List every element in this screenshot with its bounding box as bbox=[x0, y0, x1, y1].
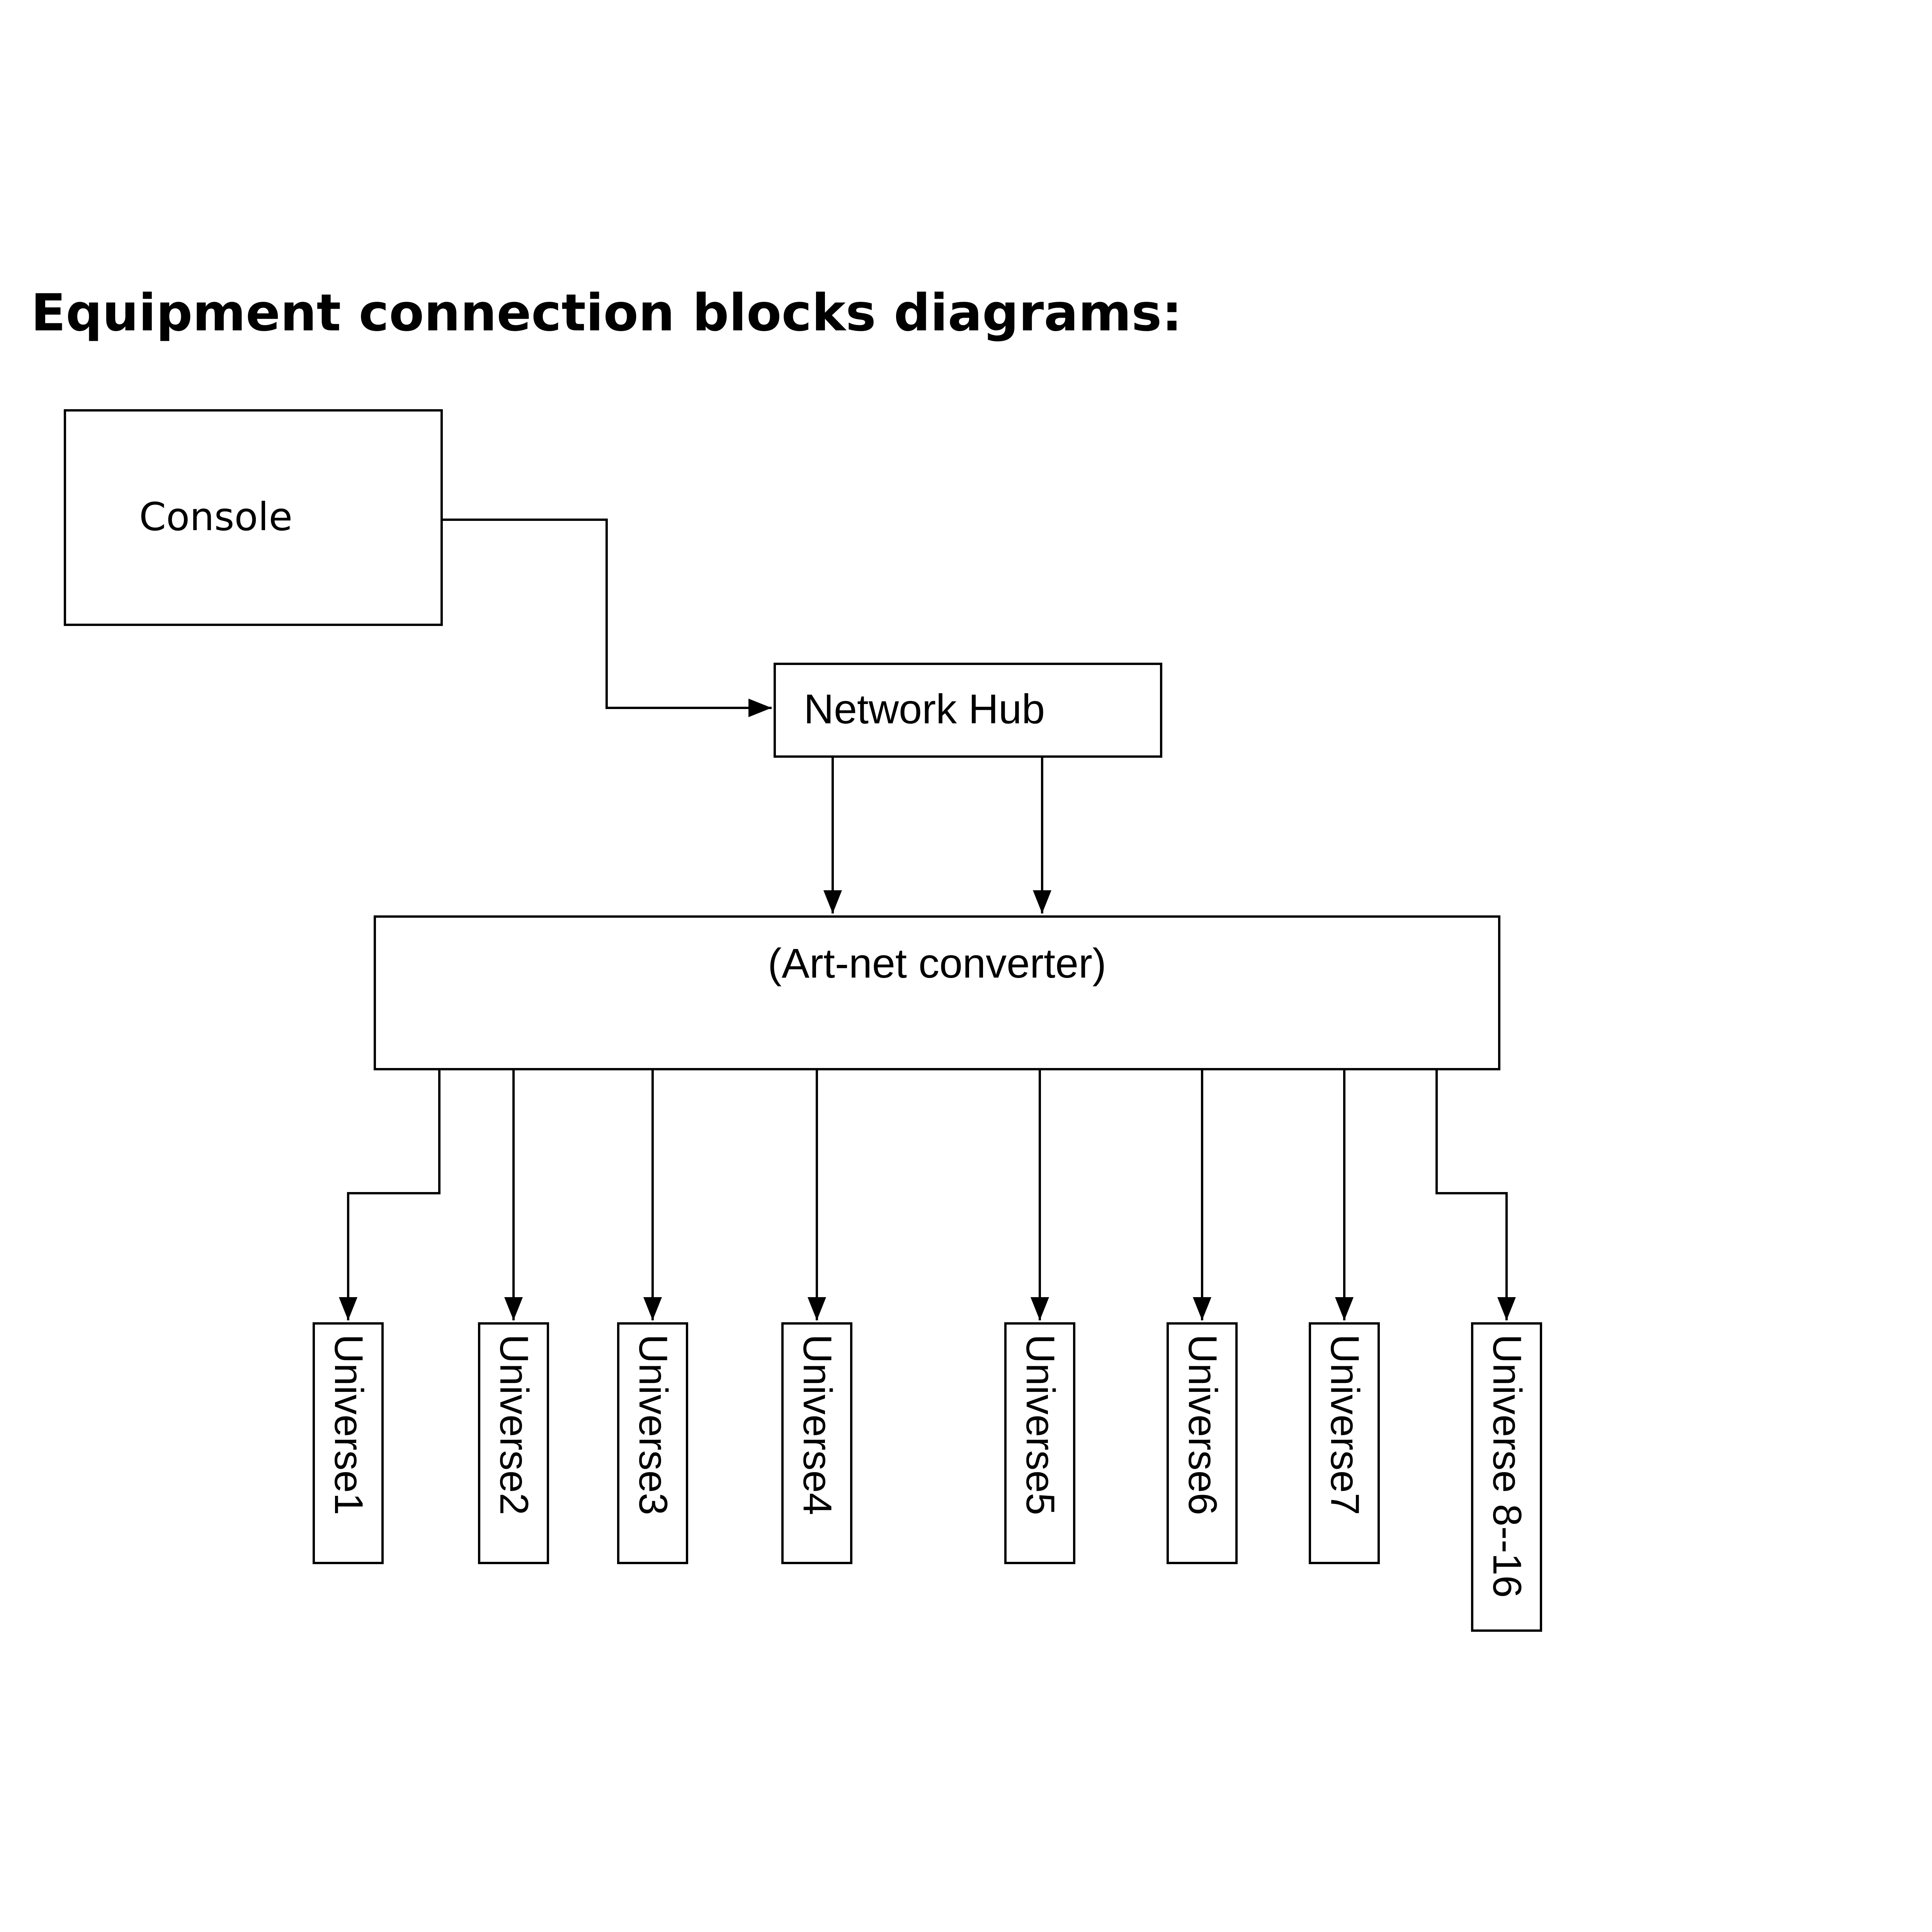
universe-4-box bbox=[781, 1322, 852, 1564]
universe-output-6: Universe6 bbox=[1167, 1069, 1238, 1564]
network-hub-label: Network Hub bbox=[804, 685, 1045, 732]
universe-3-label: Universe3 bbox=[631, 1334, 675, 1515]
console-label: Console bbox=[139, 494, 293, 539]
console-node: Console bbox=[64, 409, 443, 626]
universe-2-label: Universe2 bbox=[492, 1334, 536, 1515]
universe-7-label: Universe7 bbox=[1322, 1334, 1367, 1515]
universe-5-box bbox=[1004, 1322, 1075, 1564]
universe-output-2: Universe2 bbox=[478, 1069, 549, 1564]
universe-8-label: Universe 8--16 bbox=[1485, 1334, 1529, 1598]
universe-output-5: Universe5 bbox=[1004, 1069, 1075, 1564]
universe-output-4: Universe4 bbox=[781, 1069, 852, 1564]
universe-output-7: Universe7 bbox=[1309, 1069, 1380, 1564]
universe-outputs: Universe1 Universe2 Universe3 Universe4 Univ… bbox=[313, 1069, 1542, 1632]
network-hub-node: Network Hub bbox=[774, 663, 1162, 758]
universe-4-label: Universe4 bbox=[795, 1334, 840, 1515]
universe-8-box bbox=[1471, 1322, 1542, 1632]
console-box bbox=[64, 409, 443, 626]
console-to-hub-connector bbox=[442, 519, 772, 717]
artnet-converter-box bbox=[374, 915, 1500, 1070]
network-hub-box bbox=[774, 663, 1162, 758]
artnet-converter-node: (Art-net converter) bbox=[374, 915, 1500, 1070]
universe-5-label: Universe5 bbox=[1018, 1334, 1063, 1515]
converter-to-universe-1-connector bbox=[339, 1069, 440, 1320]
diagram-title: Equipment connection blocks diagrams: bbox=[31, 283, 1182, 343]
converter-to-universe-8-connector bbox=[1435, 1069, 1516, 1320]
universe-1-box bbox=[313, 1322, 384, 1564]
universe-output-3: Universe3 bbox=[617, 1069, 688, 1564]
universe-2-box bbox=[478, 1322, 549, 1564]
artnet-converter-label: (Art-net converter) bbox=[768, 940, 1106, 986]
universe-1-label: Universe1 bbox=[326, 1334, 371, 1515]
universe-7-box bbox=[1309, 1322, 1380, 1564]
universe-3-box bbox=[617, 1322, 688, 1564]
universe-6-label: Universe6 bbox=[1180, 1334, 1225, 1515]
universe-6-box bbox=[1167, 1322, 1238, 1564]
universe-output-1: Universe1 bbox=[313, 1069, 440, 1564]
universe-output-8: Universe 8--16 bbox=[1435, 1069, 1542, 1632]
